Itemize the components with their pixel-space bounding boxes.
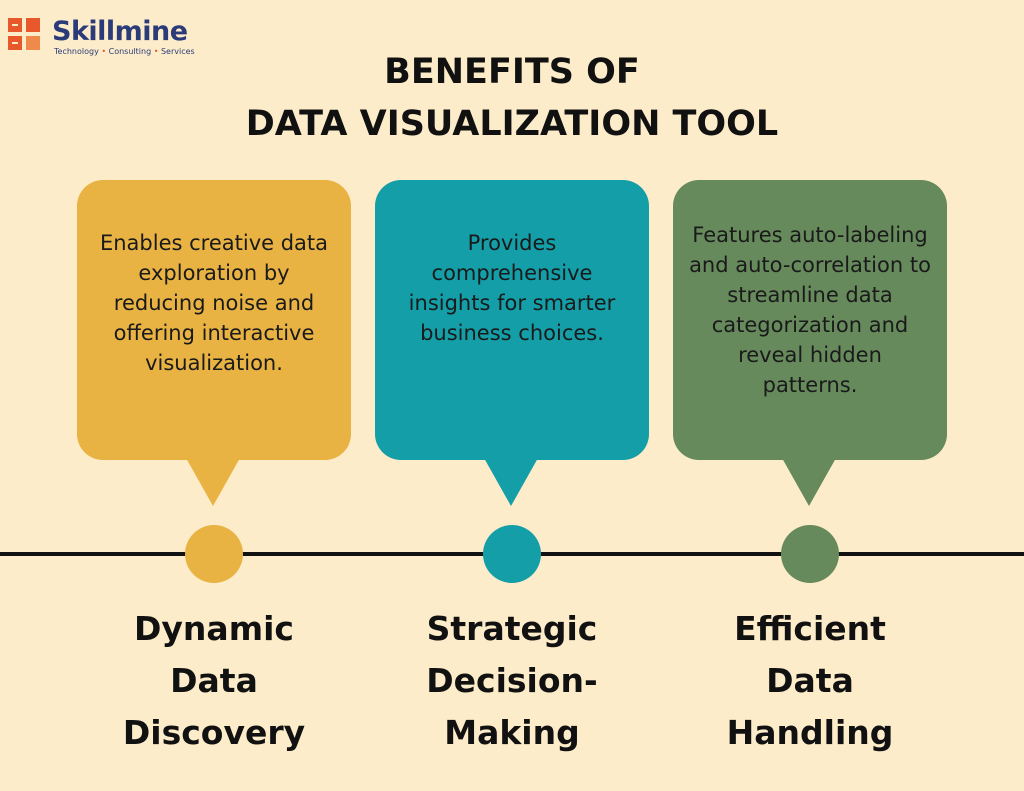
- label-line: Strategic: [426, 609, 598, 648]
- timeline-node: [781, 525, 839, 583]
- label-line: Data: [170, 661, 258, 700]
- tagline-technology: Technology: [54, 47, 99, 56]
- tagline-services: Services: [160, 47, 195, 56]
- label-line: Discovery: [122, 713, 306, 752]
- benefit-bubble-efficient-data-handling: Features auto-labeling and auto-correlat…: [673, 180, 947, 460]
- benefit-description: Enables creative data exploration by red…: [99, 231, 329, 375]
- bubble-tail: [484, 458, 538, 506]
- label-line: Making: [444, 713, 580, 752]
- benefit-description: Provides comprehensive insights for smar…: [408, 231, 616, 345]
- benefit-label-dynamic-data-discovery: Dynamic Data Discovery: [77, 603, 351, 759]
- page-title: BENEFITS OF DATA VISUALIZATION TOOL: [0, 46, 1024, 150]
- timeline-node: [185, 525, 243, 583]
- label-line: Dynamic: [134, 609, 294, 648]
- title-line-2: DATA VISUALIZATION TOOL: [245, 104, 779, 144]
- label-line: Decision-: [426, 661, 598, 700]
- benefit-bubble-dynamic-data-discovery: Enables creative data exploration by red…: [77, 180, 351, 460]
- benefit-label-strategic-decision-making: Strategic Decision- Making: [375, 603, 649, 759]
- brand-name: Skillmine: [52, 16, 188, 47]
- title-line-1: BENEFITS OF: [384, 52, 640, 92]
- benefit-description: Features auto-labeling and auto-correlat…: [689, 223, 931, 397]
- bubble-tail: [782, 458, 836, 506]
- bubble-tail: [186, 458, 240, 506]
- benefit-bubble-strategic-decision-making: Provides comprehensive insights for smar…: [375, 180, 649, 460]
- benefit-label-efficient-data-handling: Efficient Data Handling: [673, 603, 947, 759]
- brand-tagline: Technology • Consulting • Services: [54, 47, 195, 56]
- label-line: Handling: [726, 713, 894, 752]
- tagline-consulting: Consulting: [108, 47, 152, 56]
- label-line: Efficient: [734, 609, 886, 648]
- label-line: Data: [766, 661, 854, 700]
- timeline-node: [483, 525, 541, 583]
- skillmine-logo-icon: [8, 18, 40, 50]
